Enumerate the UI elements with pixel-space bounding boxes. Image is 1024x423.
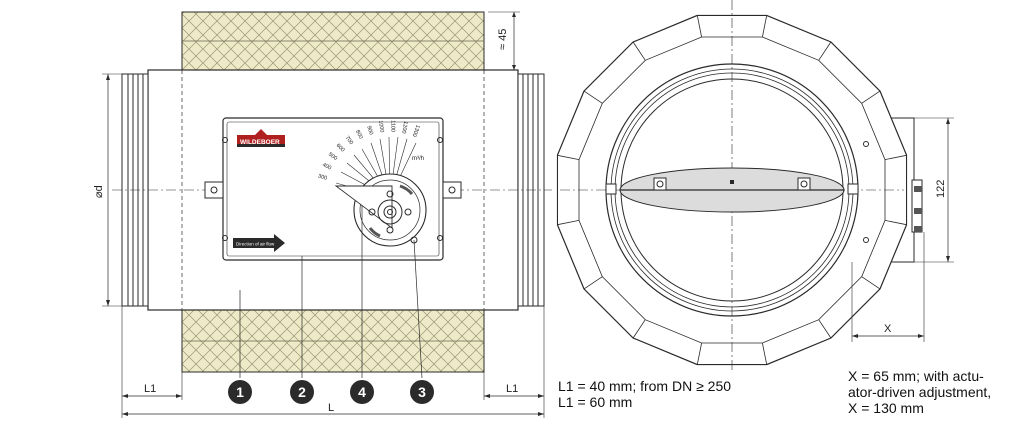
scale-label: 300: [317, 173, 327, 181]
l1-left-label: L1: [144, 383, 156, 395]
callout-2-text: 2: [298, 384, 306, 400]
height-dimension-label: 122: [935, 180, 947, 198]
scale-label: 600: [335, 143, 346, 154]
callout-3: 3: [410, 380, 434, 404]
side-view: [102, 11, 552, 418]
insulation-dimension-label: ≈ 45: [497, 29, 509, 50]
l1-note-line1: L1 = 40 mm; from DN ≥ 250: [558, 378, 732, 394]
direction-arrow: [233, 234, 285, 252]
scale-label: 400: [321, 162, 332, 171]
scale-label: 900: [365, 125, 373, 136]
scale-label: 800: [354, 129, 364, 140]
length-label: L: [328, 402, 334, 414]
callout-3-text: 3: [418, 384, 426, 400]
direction-text: Direction of air flow: [236, 242, 275, 247]
x-note-line3: X = 130 mm: [848, 400, 924, 416]
callout-4-text: 4: [358, 384, 366, 400]
scale-label: 1000: [377, 120, 385, 133]
x-dimension-label: X: [884, 323, 892, 335]
x-note-line2: ator-driven adjustment,: [848, 384, 992, 400]
scale-label: 500: [327, 152, 338, 162]
scale-label: 1300: [411, 124, 421, 138]
x-note: X = 65 mm; with actu- ator-driven adjust…: [848, 368, 991, 416]
l1-right-label: L1: [506, 383, 518, 395]
x-note-line1: X = 65 mm; with actu-: [848, 368, 984, 384]
diameter-dimension-label: ⌀d: [93, 185, 105, 198]
scale-unit: m³/h: [412, 156, 424, 162]
l1-note: L1 = 40 mm; from DN ≥ 250 L1 = 60 mm: [558, 378, 731, 410]
callout-1: 1: [228, 380, 252, 404]
scale-label: 1200: [400, 121, 408, 134]
front-view: [557, 0, 954, 372]
insulation-inner-edge: [578, 36, 886, 344]
brand-text: WILDEBOER: [240, 139, 280, 146]
scale-label: 1100: [389, 120, 395, 132]
scale-label: 700: [344, 135, 354, 146]
callout-2: 2: [290, 380, 314, 404]
callout-1-text: 1: [236, 384, 244, 400]
callout-4: 4: [350, 380, 374, 404]
l1-note-line2: L1 = 60 mm: [558, 394, 633, 410]
